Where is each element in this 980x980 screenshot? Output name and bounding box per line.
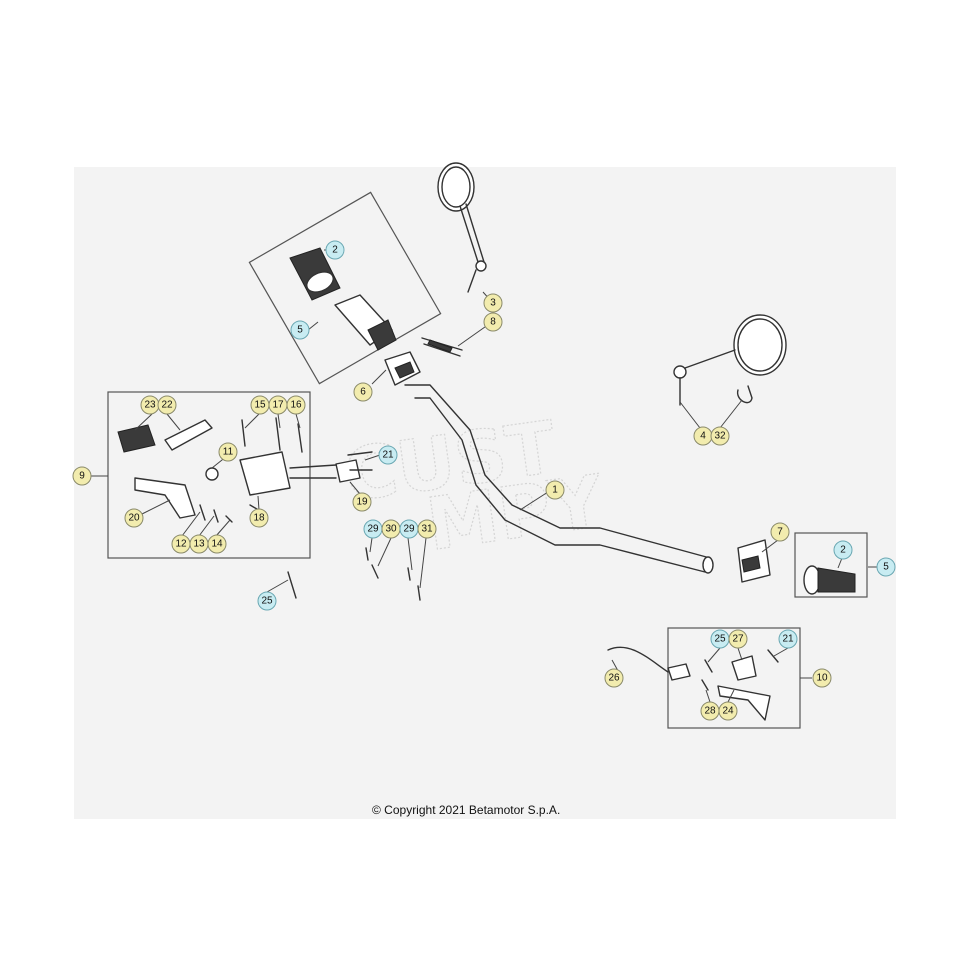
right-mirror <box>673 314 787 406</box>
callout-c23: 23 <box>140 395 160 415</box>
svg-text:30: 30 <box>385 524 397 535</box>
svg-text:3: 3 <box>490 298 496 309</box>
svg-text:21: 21 <box>782 634 794 645</box>
callout-c17: 17 <box>268 395 288 415</box>
clutch-lever <box>607 646 779 721</box>
svg-text:15: 15 <box>254 400 266 411</box>
callout-c15: 15 <box>250 395 270 415</box>
callout-c11: 11 <box>218 442 238 462</box>
throttle-housing <box>384 337 463 386</box>
switch-screws <box>287 547 421 601</box>
callout-c10: 10 <box>812 668 832 688</box>
callout-c31: 31 <box>417 519 437 539</box>
svg-text:11: 11 <box>223 447 234 458</box>
callout-c30: 30 <box>381 519 401 539</box>
callout-c26: 26 <box>604 668 624 688</box>
callout-c32: 32 <box>710 426 730 446</box>
callout-c14: 14 <box>207 534 227 554</box>
svg-text:26: 26 <box>608 673 620 684</box>
callout-c22: 22 <box>157 395 177 415</box>
svg-text:22: 22 <box>161 400 173 411</box>
callout-c29b: 29 <box>399 519 419 539</box>
svg-text:29: 29 <box>403 524 415 535</box>
callout-c25a: 25 <box>257 591 277 611</box>
callout-c25b: 25 <box>710 629 730 649</box>
callout-c3: 3 <box>483 293 503 313</box>
svg-text:5: 5 <box>297 325 303 336</box>
svg-text:2: 2 <box>840 545 846 556</box>
callout-c18: 18 <box>249 508 269 528</box>
callout-c2a: 2 <box>325 240 345 260</box>
svg-text:9: 9 <box>79 471 85 482</box>
svg-text:28: 28 <box>704 706 716 717</box>
svg-text:31: 31 <box>421 524 433 535</box>
svg-text:27: 27 <box>732 634 744 645</box>
svg-text:17: 17 <box>272 400 284 411</box>
callout-c8: 8 <box>483 312 503 332</box>
callout-c28: 28 <box>700 701 720 721</box>
callout-c1: 1 <box>545 480 565 500</box>
svg-text:25: 25 <box>261 596 273 607</box>
callout-c27: 27 <box>728 629 748 649</box>
callout-c6: 6 <box>353 382 373 402</box>
handlebar <box>404 384 714 574</box>
brake-clamp <box>289 451 373 483</box>
callout-c7: 7 <box>770 522 790 542</box>
callout-c9: 9 <box>72 466 92 486</box>
right-grip-box <box>794 532 868 598</box>
svg-text:21: 21 <box>382 450 394 461</box>
svg-text:8: 8 <box>490 317 496 328</box>
svg-text:7: 7 <box>777 527 783 538</box>
svg-text:13: 13 <box>193 539 205 550</box>
svg-text:4: 4 <box>700 431 706 442</box>
svg-text:2: 2 <box>332 245 338 256</box>
callout-c5b: 5 <box>876 557 896 577</box>
svg-text:10: 10 <box>816 673 828 684</box>
callout-c21a: 21 <box>378 445 398 465</box>
right-switch <box>737 539 856 595</box>
svg-text:5: 5 <box>883 562 889 573</box>
svg-text:24: 24 <box>722 706 734 717</box>
callout-c19: 19 <box>352 492 372 512</box>
callout-c13: 13 <box>189 534 209 554</box>
svg-text:16: 16 <box>290 400 302 411</box>
svg-text:23: 23 <box>144 400 156 411</box>
svg-text:14: 14 <box>211 539 223 550</box>
left-mirror <box>437 162 487 293</box>
brake-assembly-box <box>107 391 311 559</box>
throttle-grip <box>289 247 397 351</box>
callout-c20: 20 <box>124 508 144 528</box>
callout-c2b: 2 <box>833 540 853 560</box>
svg-text:19: 19 <box>356 497 368 508</box>
callout-c12: 12 <box>171 534 191 554</box>
svg-text:18: 18 <box>253 513 265 524</box>
svg-text:12: 12 <box>175 539 187 550</box>
svg-text:25: 25 <box>714 634 726 645</box>
svg-text:1: 1 <box>552 485 558 496</box>
callout-c16: 16 <box>286 395 306 415</box>
callouts: 2 5 3 8 6 23 22 15 17 16 11 21 9 20 18 1… <box>72 240 896 721</box>
svg-text:32: 32 <box>714 431 726 442</box>
callout-c24: 24 <box>718 701 738 721</box>
svg-text:6: 6 <box>360 387 366 398</box>
svg-text:20: 20 <box>128 513 140 524</box>
callout-c29a: 29 <box>363 519 383 539</box>
copyright-text: © Copyright 2021 Betamotor S.p.A. <box>372 803 560 817</box>
callout-c4: 4 <box>693 426 713 446</box>
svg-text:29: 29 <box>367 524 379 535</box>
callout-c5a: 5 <box>290 320 310 340</box>
callout-c21b: 21 <box>778 629 798 649</box>
